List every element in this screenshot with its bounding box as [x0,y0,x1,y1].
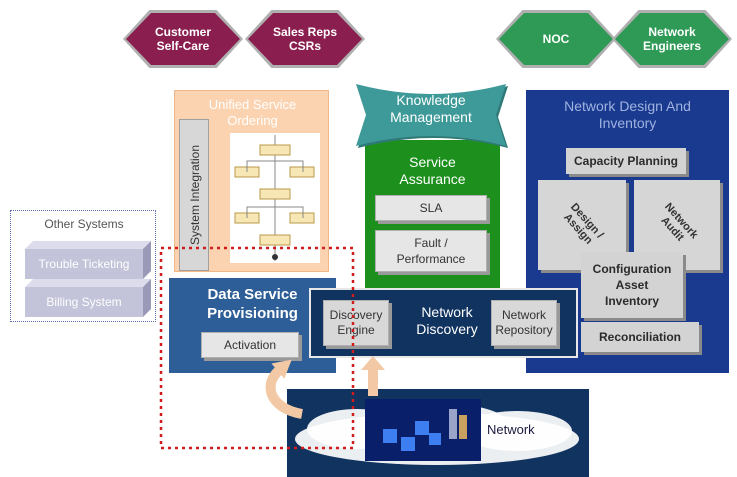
unified-service-ordering-panel: Unified Service Ordering System Integrat… [174,90,329,272]
discovery-up-arrow [361,356,385,396]
service-assurance-panel: Service Assurance SLA Fault / Performanc… [365,140,500,288]
discovery-engine-box: Discovery Engine [323,300,389,346]
system-integration-bar: System Integration [179,119,209,271]
sales-reps-role: Sales Reps CSRs [245,10,365,68]
sla-box: SLA [375,195,487,221]
noc-role: NOC [496,10,616,68]
reconciliation-box: Reconciliation [581,322,699,352]
billing-system-block: Billing System [25,279,151,317]
unified-ordering-title: Unified Service Ordering [208,97,297,128]
other-systems-panel: Other Systems Trouble Ticketing Billing … [10,210,156,322]
network-design-title: Network Design And Inventory [564,98,691,131]
provisioning-curved-arrow [265,359,304,419]
knowledge-banner-shape [356,84,508,148]
billing-system-label: Billing System [46,295,122,309]
service-assurance-title: Service Assurance [399,154,466,187]
trouble-ticketing-label: Trouble Ticketing [38,257,130,271]
knowledge-management-banner: Knowledge Management [352,80,510,150]
billing-system-shape [25,279,151,317]
network-engineers-role: Network Engineers [612,10,732,68]
customer-self-care-label: Customer Self-Care [154,25,211,53]
network-cloud-panel: Network [287,389,589,477]
knowledge-management-label: Knowledge Management [390,92,472,125]
customer-self-care-role: Customer Self-Care [123,10,243,68]
network-repository-box: Network Repository [491,300,557,346]
network-devices-graphic [383,409,467,451]
noc-label: NOC [542,32,570,46]
fault-performance-box: Fault / Performance [375,230,487,272]
sales-reps-label: Sales Reps CSRs [272,25,338,53]
network-label: Network [487,422,535,437]
other-systems-title: Other Systems [44,217,124,231]
dotted-red-outline [159,246,355,450]
capacity-planning-box: Capacity Planning [566,148,686,174]
network-discovery-title: Network Discovery [416,304,478,337]
network-audit-label: Network Audit [658,200,701,244]
design-assign-label: Design / Assign [560,201,606,247]
configuration-asset-inventory-box: Configuration Asset Inventory [581,252,683,318]
network-engineers-label: Network Engineers [642,25,702,53]
workflow-sketch-graphic [234,135,315,261]
network-devices-inset [365,399,481,461]
activation-box: Activation [201,332,299,358]
workflow-sketch [230,133,320,263]
data-service-provisioning-panel: Data Service Provisioning Activation [169,278,336,373]
trouble-ticketing-block: Trouble Ticketing [25,241,151,279]
data-service-provisioning-title: Data Service Provisioning [207,286,298,322]
trouble-ticketing-shape [25,241,151,279]
